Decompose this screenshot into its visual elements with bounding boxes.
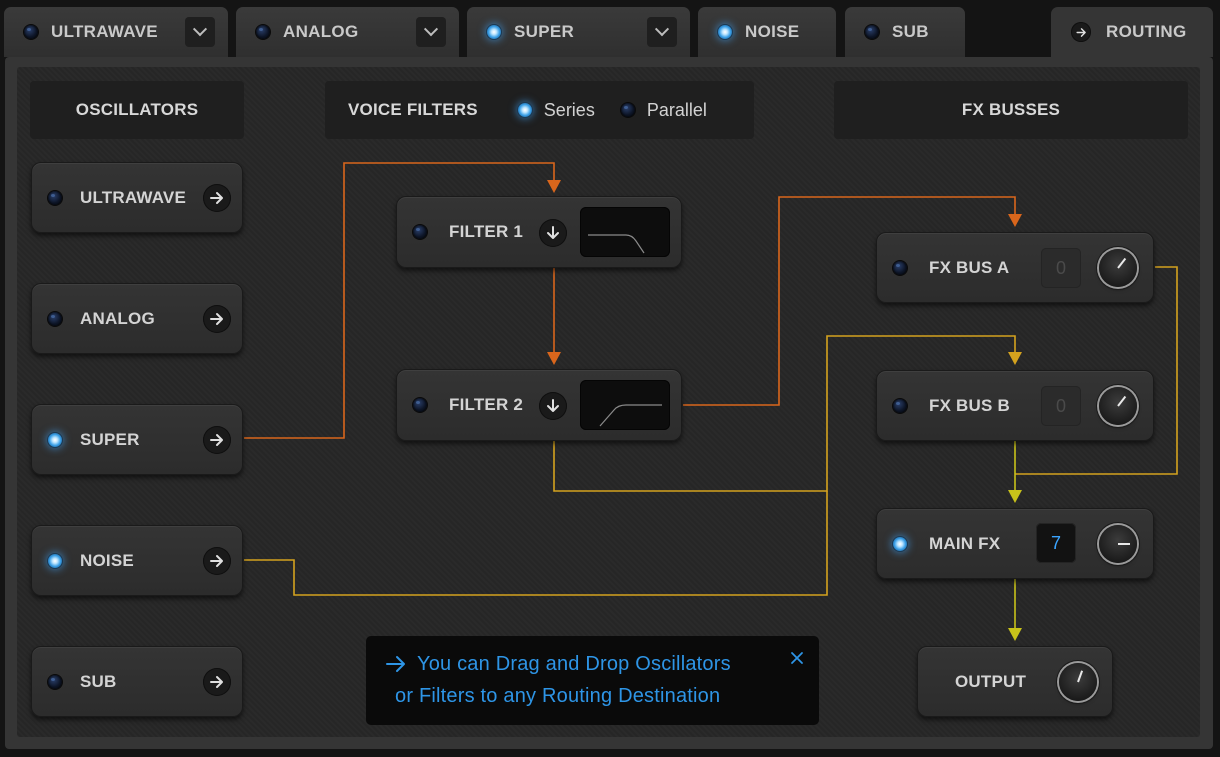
- fx-busses-header: FX BUSSES: [834, 81, 1188, 139]
- tip-line-2: or Filters to any Routing Destination: [395, 685, 721, 707]
- osc-node-noise[interactable]: NOISE: [31, 525, 243, 596]
- filter2-led[interactable]: [413, 398, 427, 412]
- series-radio-label: Series: [543, 99, 595, 120]
- tab-analog-dropdown-button[interactable]: [416, 17, 446, 47]
- chevron-down-icon: [423, 22, 439, 37]
- filter-node-2[interactable]: FILTER 2: [396, 369, 682, 441]
- oscillators-header: OSCILLATORS: [30, 81, 244, 139]
- parallel-radio-led[interactable]: [620, 103, 635, 117]
- fx-bus-a-knob[interactable]: [1099, 249, 1137, 287]
- close-icon[interactable]: [790, 651, 804, 665]
- parallel-radio-label: Parallel: [646, 99, 707, 120]
- osc-analog-label: ANALOG: [80, 308, 155, 328]
- fx-bus-b-knob[interactable]: [1099, 387, 1137, 425]
- arrow-right-icon: [1071, 22, 1091, 42]
- tab-label: ANALOG: [283, 22, 359, 41]
- osc-super-label: SUPER: [80, 429, 140, 449]
- tab-label: SUB: [892, 22, 929, 41]
- output-knob[interactable]: [1059, 663, 1097, 701]
- fx-bus-a-value[interactable]: 0: [1041, 248, 1081, 288]
- osc-noise-route-button[interactable]: [203, 547, 231, 575]
- tab-label: SUPER: [514, 22, 575, 41]
- osc-noise-led[interactable]: [48, 553, 62, 568]
- fx-bus-b-led[interactable]: [893, 398, 907, 413]
- tab-analog[interactable]: ANALOG: [236, 7, 459, 57]
- filter1-label: FILTER 1: [449, 222, 524, 241]
- osc-analog-route-button[interactable]: [203, 305, 231, 333]
- chevron-down-icon: [192, 22, 208, 37]
- tab-noise-led[interactable]: [718, 25, 732, 39]
- fx-busses-header-label: FX BUSSES: [961, 100, 1061, 119]
- series-radio[interactable]: Series: [517, 99, 595, 121]
- tab-ultrawave-led[interactable]: [24, 25, 38, 39]
- filter-node-1[interactable]: FILTER 1: [396, 196, 682, 268]
- arrow-right-icon: [386, 656, 405, 672]
- osc-node-analog[interactable]: ANALOG: [31, 283, 243, 354]
- arrow-right-icon: [210, 192, 223, 204]
- voice-filters-header-label: VOICE FILTERS: [348, 100, 478, 119]
- osc-super-route-button[interactable]: [203, 426, 231, 454]
- osc-sub-route-button[interactable]: [203, 668, 231, 696]
- tab-noise[interactable]: NOISE: [698, 7, 836, 57]
- main-fx-label: MAIN FX: [929, 533, 1001, 553]
- osc-node-super[interactable]: SUPER: [31, 404, 243, 475]
- main-fx-value[interactable]: 7: [1036, 523, 1076, 563]
- chevron-down-icon: [654, 22, 670, 37]
- highpass-curve: [599, 404, 662, 427]
- osc-node-sub[interactable]: SUB: [31, 646, 243, 717]
- osc-analog-led[interactable]: [48, 311, 62, 326]
- main-fx-knob[interactable]: [1099, 525, 1137, 563]
- tab-ultrawave[interactable]: ULTRAWAVE: [4, 7, 228, 57]
- arrow-right-icon: [210, 555, 223, 567]
- osc-super-led[interactable]: [48, 432, 62, 447]
- osc-ultrawave-label: ULTRAWAVE: [80, 187, 186, 207]
- filter1-response-graph[interactable]: [580, 207, 670, 257]
- tab-super-led[interactable]: [487, 25, 501, 39]
- arrow-down-icon: [547, 226, 559, 239]
- tab-routing[interactable]: ROUTING: [1051, 7, 1213, 57]
- fx-bus-a-led[interactable]: [893, 260, 907, 275]
- osc-node-ultrawave[interactable]: ULTRAWAVE: [31, 162, 243, 233]
- series-radio-led[interactable]: [517, 103, 532, 117]
- filter2-label: FILTER 2: [449, 395, 524, 414]
- tab-ultrawave-dropdown-button[interactable]: [185, 17, 215, 47]
- lowpass-curve: [588, 234, 645, 254]
- osc-noise-label: NOISE: [80, 550, 134, 570]
- osc-ultrawave-route-button[interactable]: [203, 184, 231, 212]
- fx-bus-a-node[interactable]: FX BUS A 0: [876, 232, 1154, 303]
- parallel-radio[interactable]: Parallel: [620, 99, 707, 121]
- fx-bus-b-node[interactable]: FX BUS B 0: [876, 370, 1154, 441]
- tip-line-1: You can Drag and Drop Oscillators: [417, 653, 731, 675]
- arrow-right-icon: [210, 434, 223, 446]
- tab-super-dropdown-button[interactable]: [647, 17, 677, 47]
- output-label: OUTPUT: [955, 671, 1027, 691]
- fx-bus-b-value[interactable]: 0: [1041, 386, 1081, 426]
- tab-label: ULTRAWAVE: [51, 22, 158, 41]
- tab-label: ROUTING: [1106, 22, 1187, 41]
- filter2-route-button[interactable]: [539, 392, 567, 420]
- filter1-route-button[interactable]: [539, 219, 567, 247]
- tab-sub-led[interactable]: [865, 25, 879, 39]
- fx-bus-b-label: FX BUS B: [929, 395, 1010, 415]
- voice-filters-header: VOICE FILTERS Series Parallel: [325, 81, 754, 139]
- tab-analog-led[interactable]: [256, 25, 270, 39]
- main-fx-node[interactable]: MAIN FX 7: [876, 508, 1154, 579]
- arrow-right-icon: [210, 313, 223, 325]
- filter2-response-graph[interactable]: [580, 380, 670, 430]
- tab-super[interactable]: SUPER: [467, 7, 690, 57]
- tab-label: NOISE: [745, 22, 800, 41]
- tab-sub[interactable]: SUB: [845, 7, 965, 57]
- arrow-down-icon: [547, 399, 559, 412]
- osc-sub-label: SUB: [80, 671, 117, 691]
- osc-ultrawave-led[interactable]: [48, 190, 62, 205]
- fx-bus-a-label: FX BUS A: [929, 257, 1010, 277]
- osc-sub-led[interactable]: [48, 674, 62, 689]
- arrow-right-icon: [210, 676, 223, 688]
- output-node[interactable]: OUTPUT: [917, 646, 1113, 717]
- main-fx-led[interactable]: [893, 536, 907, 551]
- oscillators-header-label: OSCILLATORS: [75, 100, 199, 119]
- drag-drop-tip: You can Drag and Drop Oscillators or Fil…: [366, 636, 819, 725]
- filter1-led[interactable]: [413, 225, 427, 239]
